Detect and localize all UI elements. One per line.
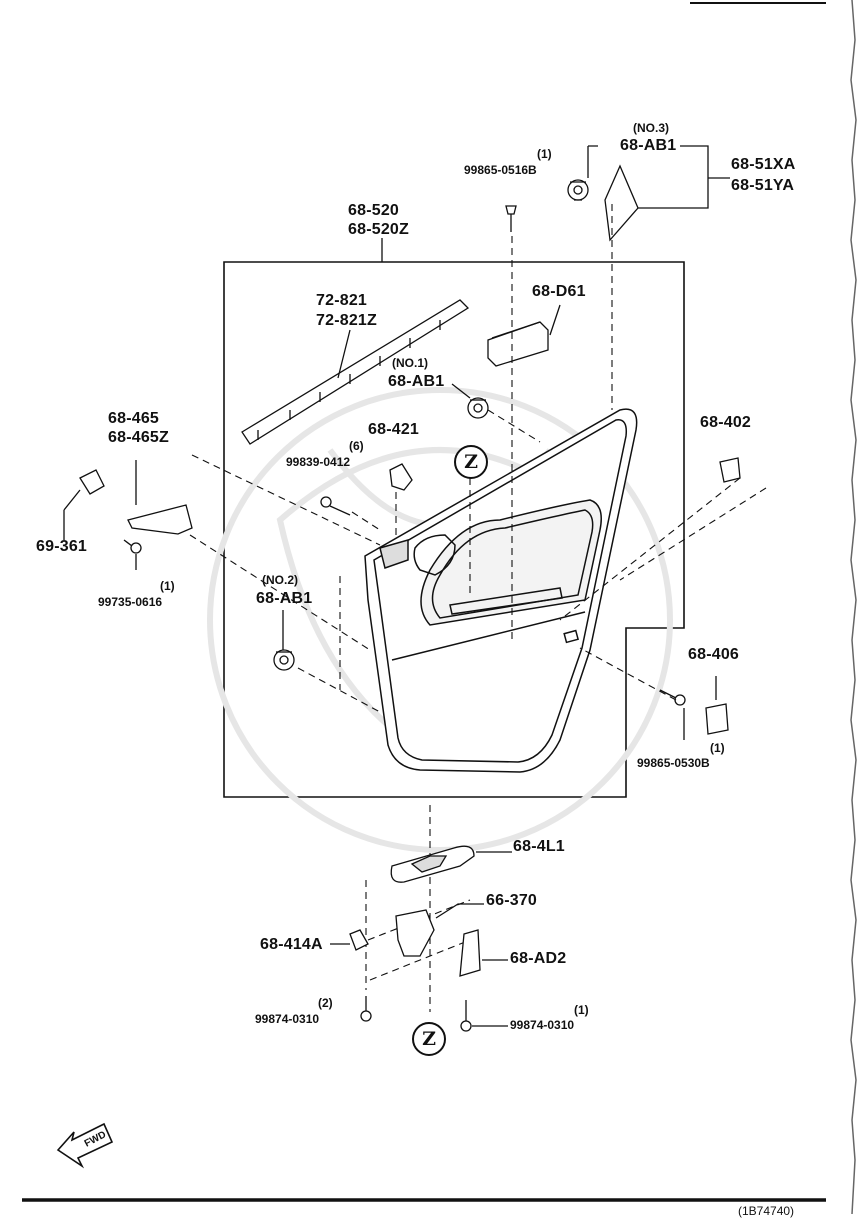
part-66-370 [395,909,435,957]
label-68-51ya: 68-51YA [731,177,795,194]
label-99839-0412: 99839-0412 [286,455,351,469]
part-68-402 [719,457,741,483]
part-68-421 [389,463,413,491]
view-marker-z-upper: Z [454,445,488,479]
label-68-d61: 68-D61 [532,283,586,300]
label-68-406: 68-406 [688,646,740,663]
label-68-402: 68-402 [700,414,752,431]
label-99874-0310-left-qty: (2) [318,996,333,1010]
label-99839-0412-qty: (6) [349,439,364,453]
part-68-465 [127,504,193,535]
clip-68-ab1-no3 [567,179,589,201]
label-68-ab1-no2-note: (NO.2) [262,573,298,587]
label-68-ab1-no1: 68-AB1 [388,373,445,390]
part-68-414a [349,929,369,951]
screw-99839-0412 [320,496,351,516]
part-68-d61 [487,321,549,367]
clip-69-361 [79,469,105,495]
label-68-51xa: 68-51XA [731,156,796,173]
label-68-ab1-no3-note: (NO.3) [633,121,669,135]
label-99874-0310-left: 99874-0310 [255,1012,320,1026]
label-99874-0310-right: 99874-0310 [510,1018,575,1032]
label-99735-0616: 99735-0616 [98,595,163,609]
screw-99874-0310-left [360,996,372,1022]
label-99865-0530b: 99865-0530B [637,756,710,770]
label-68-ab1-no2: 68-AB1 [256,590,313,607]
part-68-4l1 [390,845,475,883]
label-68-ad2: 68-AD2 [510,950,567,967]
label-72-821: 72-821 [316,292,368,309]
label-68-465: 68-465 [108,410,160,427]
part-68-ad2 [459,929,481,977]
label-68-520z: 68-520Z [348,221,409,238]
label-68-414a: 68-414A [260,936,323,953]
part-68-406 [705,703,729,735]
label-99735-0616-qty: (1) [160,579,175,593]
label-68-520: 68-520 [348,202,400,219]
view-marker-z-lower: Z [412,1022,446,1056]
label-99865-0530b-qty: (1) [710,741,725,755]
label-68-465z: 68-465Z [108,429,169,446]
label-68-4l1: 68-4L1 [513,838,565,855]
label-69-361: 69-361 [36,538,88,555]
label-72-821z: 72-821Z [316,312,377,329]
footer-reference: (1B74740) [738,1204,795,1218]
label-99874-0310-right-qty: (1) [574,1003,589,1017]
label-99865-0516b: 99865-0516B [464,163,537,177]
screw-99735-0616 [123,539,142,570]
label-66-370: 66-370 [486,892,538,909]
label-68-ab1-no1-note: (NO.1) [392,356,428,370]
door-trim-panel [364,408,638,773]
part-68-51xa [604,164,639,242]
screw-99874-0310-right [460,1000,508,1032]
screw-99865-0530b [659,689,686,740]
clip-68-ab1-no1 [467,397,489,419]
label-68-ab1-no3: 68-AB1 [620,137,677,154]
clip-68-ab1-no2 [273,649,295,671]
label-68-421: 68-421 [368,421,420,438]
door-trim-callout-box [223,261,685,798]
label-99865-0516b-qty: (1) [537,147,552,161]
fwd-arrow-icon [56,1122,114,1169]
screw-99865-0516b [505,205,517,232]
weatherstrip-72-821 [241,299,470,445]
